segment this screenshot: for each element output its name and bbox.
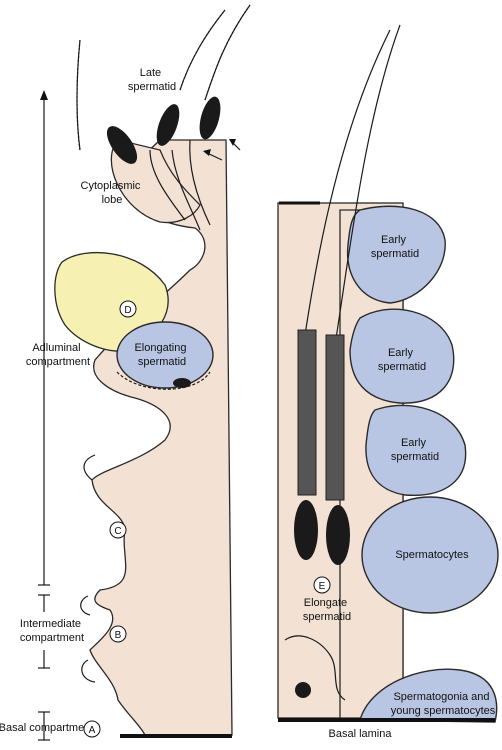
early-spermatid-cell-1 — [346, 205, 446, 304]
label-early-spermatid-1: Early spermatid — [371, 234, 419, 260]
svg-text:D: D — [124, 305, 131, 316]
label-cytoplasmic-lobe: Cytoplasmic lobe — [81, 180, 144, 206]
left-sertoli-cytoplasm — [89, 139, 233, 736]
label-basal-lamina: Basal lamina — [329, 728, 393, 740]
label-spermatocytes: Spermatocytes — [395, 549, 469, 561]
svg-text:B: B — [115, 630, 122, 641]
elongating-spermatid-cell — [116, 321, 214, 389]
label-elongate-spermatid: Elongate spermatid — [303, 597, 351, 623]
spermatogonia-cell — [359, 668, 498, 723]
late-spermatids — [76, 4, 251, 231]
label-adluminal-compartment: Adluminal compartment — [26, 342, 90, 368]
compartment-brackets — [38, 90, 50, 741]
svg-text:E: E — [319, 581, 326, 592]
label-early-spermatid-2: Early spermatid — [378, 347, 426, 373]
label-early-spermatid-3: Early spermatid — [391, 437, 439, 463]
label-basal-compartment: Basal compartment — [0, 722, 93, 734]
marker-d: D — [119, 300, 137, 318]
svg-text:C: C — [114, 526, 121, 537]
marker-b: B — [109, 625, 127, 643]
marker-a: A — [83, 720, 101, 738]
svg-text:A: A — [89, 725, 96, 736]
early-spermatid-cell-3 — [365, 404, 467, 497]
marker-e: E — [313, 576, 331, 594]
marker-c: C — [109, 521, 127, 539]
label-late-spermatid: Late spermatid — [128, 67, 176, 93]
label-elongating-spermatid: Elongating spermatid — [134, 342, 189, 368]
early-spermatid-cell-2 — [349, 308, 455, 404]
label-intermediate-compartment: Intermediate compartment — [20, 618, 84, 644]
spermatocytes-cell — [361, 496, 499, 614]
elongate-spermatids — [294, 24, 401, 565]
label-spermatogonia: Spermatogonia and young spermatocytes — [391, 691, 496, 717]
